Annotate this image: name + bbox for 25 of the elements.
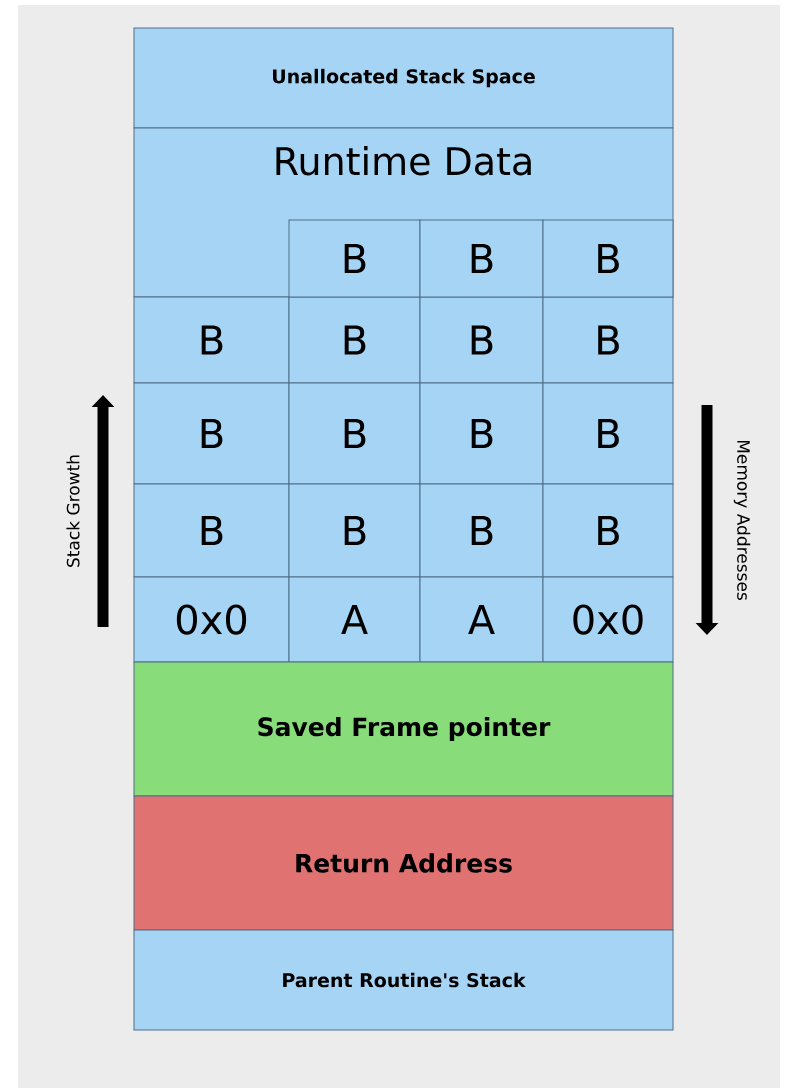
stack-band: Parent Routine's Stack [133,929,674,1031]
memory-cell: 0x0 [133,576,290,663]
memory-cell: B [288,382,421,485]
memory-cell: B [419,219,544,298]
memory-cell: B [133,296,290,384]
memory-cell: B [542,483,674,578]
memory-cell: B [133,483,290,578]
memory-cell: B [419,382,544,485]
memory-cell: B [419,483,544,578]
axis-label: Stack Growth [66,455,80,567]
memory-cell: B [542,296,674,384]
memory-cell: B [542,219,674,298]
memory-cell: 0x0 [542,576,674,663]
memory-cell: B [288,296,421,384]
memory-cell: A [419,576,544,663]
stack-frame-band: Saved Frame pointer [133,661,674,797]
memory-cell: B [133,382,290,485]
memory-cell: B [288,219,421,298]
memory-cell: B [419,296,544,384]
memory-cell: A [288,576,421,663]
memory-cell: B [542,382,674,485]
memory-cell: B [288,483,421,578]
stack-band: Unallocated Stack Space [133,27,674,129]
stack-frame-band: Return Address [133,795,674,931]
axis-label: Memory Addresses [733,440,751,600]
